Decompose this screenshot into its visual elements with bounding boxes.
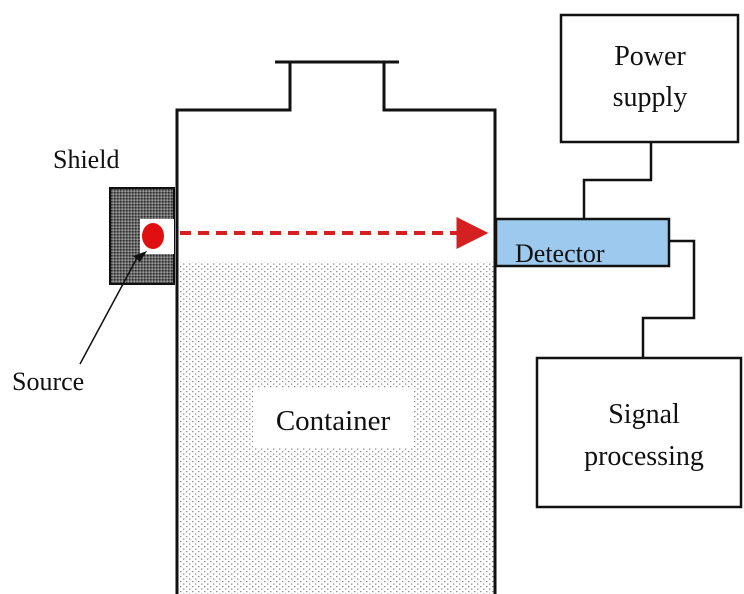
detector-label: Detector xyxy=(515,239,605,268)
shield-label: Shield xyxy=(53,145,119,174)
detector-to-signal-wire xyxy=(641,239,696,358)
power-supply: Power supply xyxy=(559,13,740,144)
signal-processing: Signal processing xyxy=(535,356,743,509)
source-label: Source xyxy=(12,367,84,396)
source-pointer: Source xyxy=(12,251,147,396)
power-supply-box xyxy=(559,13,740,144)
container-label-bg xyxy=(253,388,413,448)
source-leader-line xyxy=(79,257,138,365)
shield: Shield xyxy=(53,145,175,285)
power-supply-label-line2: supply xyxy=(613,82,688,113)
detector: Detector xyxy=(494,217,671,268)
container: Container xyxy=(175,60,497,594)
detector-body xyxy=(494,217,671,268)
signal-processing-box xyxy=(535,356,743,509)
source-capsule xyxy=(142,223,164,249)
signal-processing-label-line1: Signal xyxy=(608,399,680,430)
source-arrowhead xyxy=(133,251,147,262)
wiring xyxy=(582,142,696,358)
signal-processing-label-line2: processing xyxy=(584,441,704,472)
container-label: Container xyxy=(276,405,391,437)
detector-to-power-wire xyxy=(582,142,653,219)
power-supply-label-line1: Power xyxy=(614,41,686,72)
